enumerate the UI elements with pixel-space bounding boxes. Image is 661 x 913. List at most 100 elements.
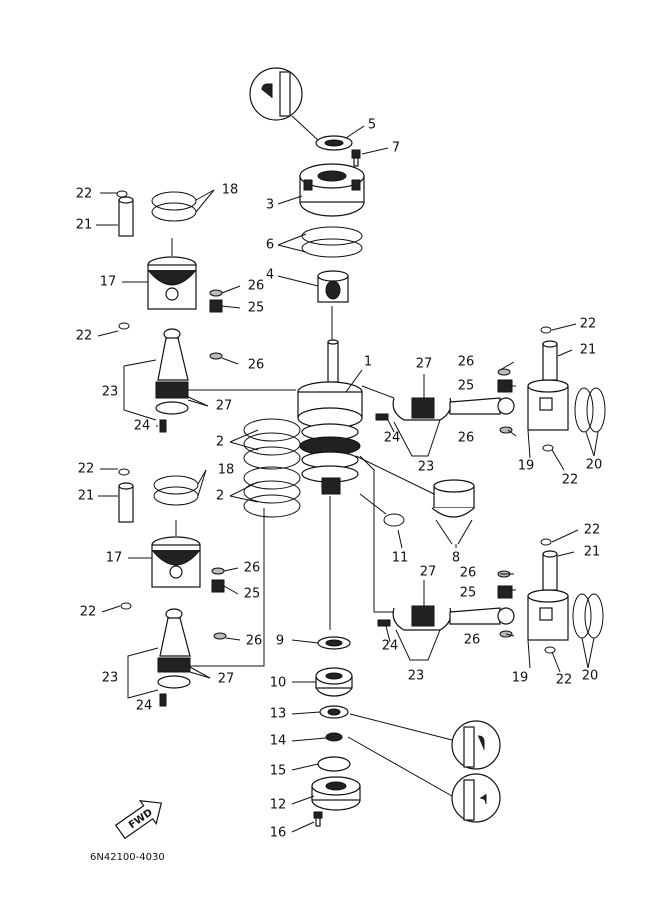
- label-part-17-upper: 17: [100, 275, 117, 290]
- label-part-2-upper: 2: [216, 435, 224, 450]
- label-part-24-ll: 24: [136, 699, 153, 714]
- piston-pin-part-lower-right: [540, 538, 558, 591]
- label-part-23-ur: 23: [418, 460, 435, 475]
- crank-bearing-part-8: [355, 455, 475, 545]
- label-part-26-ul-b: 26: [248, 358, 265, 373]
- label-part-21-ur: 21: [580, 343, 597, 358]
- label-part-26-ll-a: 26: [244, 561, 261, 576]
- washer-part-upper-right: [497, 368, 513, 434]
- label-part-22-ul-b: 22: [76, 329, 93, 344]
- oil-seal-part: [315, 135, 353, 151]
- label-part-23-ll: 23: [102, 671, 119, 686]
- oil-seal-part-13: [319, 705, 349, 719]
- clip-part-lower-left: [118, 468, 132, 610]
- label-part-22-ur-a: 22: [580, 317, 597, 332]
- o-ring-part-15: [317, 756, 351, 772]
- label-part-15: 15: [270, 764, 287, 779]
- label-part-11: 11: [392, 551, 409, 566]
- fwd-arrow-icon: FWD: [114, 800, 163, 840]
- label-part-21-lr: 21: [584, 545, 601, 560]
- washer-part-upper-left: [209, 289, 223, 360]
- label-part-6: 6: [266, 238, 274, 253]
- label-part-27-ur: 27: [416, 357, 433, 372]
- label-part-17-lower: 17: [106, 551, 123, 566]
- label-part-26-lr-a: 26: [460, 566, 477, 581]
- label-part-26-ul-a: 26: [248, 279, 265, 294]
- piston-ring-set-part-2: [243, 418, 301, 518]
- connecting-rod-part-lower-right: [359, 455, 515, 631]
- o-ring-part-6: [301, 226, 363, 258]
- label-part-12: 12: [270, 798, 287, 813]
- label-part-2-lower: 2: [216, 489, 224, 504]
- lower-bearing-housing-part: [311, 776, 361, 811]
- label-part-26-ll-b: 26: [246, 634, 263, 649]
- needle-bearing-part-4: [317, 270, 349, 303]
- label-part-22-ul-a: 22: [76, 187, 93, 202]
- label-part-14: 14: [270, 734, 287, 749]
- label-part-22-lr-b: 22: [556, 673, 573, 688]
- label-part-24-lr: 24: [382, 639, 399, 654]
- bolt-part-16: [313, 811, 323, 827]
- crankshaft-part: [297, 339, 363, 630]
- piston-part-lower-right: [527, 589, 569, 654]
- part-number-labels: 5 7 3 6 4 1 2 2 11 8 9 10 13 14 15 12 16…: [76, 118, 603, 841]
- label-part-19-lower: 19: [512, 671, 529, 686]
- piston-part-upper-right: [527, 379, 569, 452]
- connecting-rod-part-upper-left: [155, 328, 296, 433]
- label-part-22-ll-b: 22: [80, 605, 97, 620]
- label-part-24-ul: 24: [134, 419, 151, 434]
- ball-bearing-part-10: [315, 667, 353, 697]
- piston-ring-part-upper-right: [574, 387, 606, 433]
- label-part-19-upper: 19: [518, 459, 535, 474]
- circlip-part-11: [359, 493, 405, 527]
- piston-part-upper-left: [147, 238, 197, 310]
- label-part-16: 16: [270, 826, 287, 841]
- washer-part-lower-left: [211, 567, 227, 640]
- upper-bearing-housing-part: [299, 163, 365, 217]
- label-part-3: 3: [266, 198, 274, 213]
- label-part-18-lower: 18: [218, 463, 235, 478]
- label-part-21-ll: 21: [78, 489, 95, 504]
- label-part-1: 1: [364, 355, 372, 370]
- label-part-20-upper: 20: [586, 458, 603, 473]
- diagram-code: 6N42100-4030: [90, 852, 165, 863]
- label-part-26-ur-a: 26: [458, 355, 475, 370]
- label-part-13: 13: [270, 707, 287, 722]
- label-part-25-lr: 25: [460, 586, 477, 601]
- label-part-25-ur: 25: [458, 379, 475, 394]
- label-part-22-ur-b: 22: [562, 473, 579, 488]
- label-part-27-ll: 27: [218, 672, 235, 687]
- label-part-18-upper: 18: [222, 183, 239, 198]
- piston-ring-part-lower-right: [572, 593, 604, 639]
- oil-seal-part-9: [317, 636, 351, 650]
- label-part-25-ul: 25: [248, 301, 265, 316]
- label-part-5: 5: [368, 118, 376, 133]
- label-part-4: 4: [266, 268, 274, 283]
- label-part-7: 7: [392, 141, 400, 156]
- label-part-24-ur: 24: [384, 431, 401, 446]
- label-part-21-ul: 21: [76, 218, 93, 233]
- label-part-27-lr: 27: [420, 565, 437, 580]
- seal-detail-callout-lower-2: [347, 736, 501, 823]
- label-part-22-ll-a: 22: [78, 462, 95, 477]
- seal-detail-callout-lower-1: [349, 713, 501, 770]
- label-part-9: 9: [276, 634, 284, 649]
- clip-part-upper-left: [116, 190, 130, 330]
- connecting-rod-part-lower-left: [157, 508, 265, 707]
- seal-part-14: [325, 732, 343, 742]
- label-part-20-lower: 20: [582, 669, 599, 684]
- label-part-22-lr-a: 22: [584, 523, 601, 538]
- piston-pin-part-upper-left: [118, 196, 134, 237]
- washer-part-lower-right: [497, 570, 513, 638]
- label-part-27-ul: 27: [216, 399, 233, 414]
- label-part-26-lr-b: 26: [464, 633, 481, 648]
- label-part-23-ul: 23: [102, 385, 119, 400]
- label-part-25-ll: 25: [244, 587, 261, 602]
- leader-lines: [96, 125, 599, 833]
- piston-ring-part-lower-left: [153, 475, 199, 506]
- oil-seal-detail-callout: [249, 67, 321, 143]
- piston-ring-part-upper-left: [151, 191, 197, 222]
- piston-part-lower-left: [151, 520, 201, 588]
- connecting-rod-part-upper-right: [361, 385, 515, 421]
